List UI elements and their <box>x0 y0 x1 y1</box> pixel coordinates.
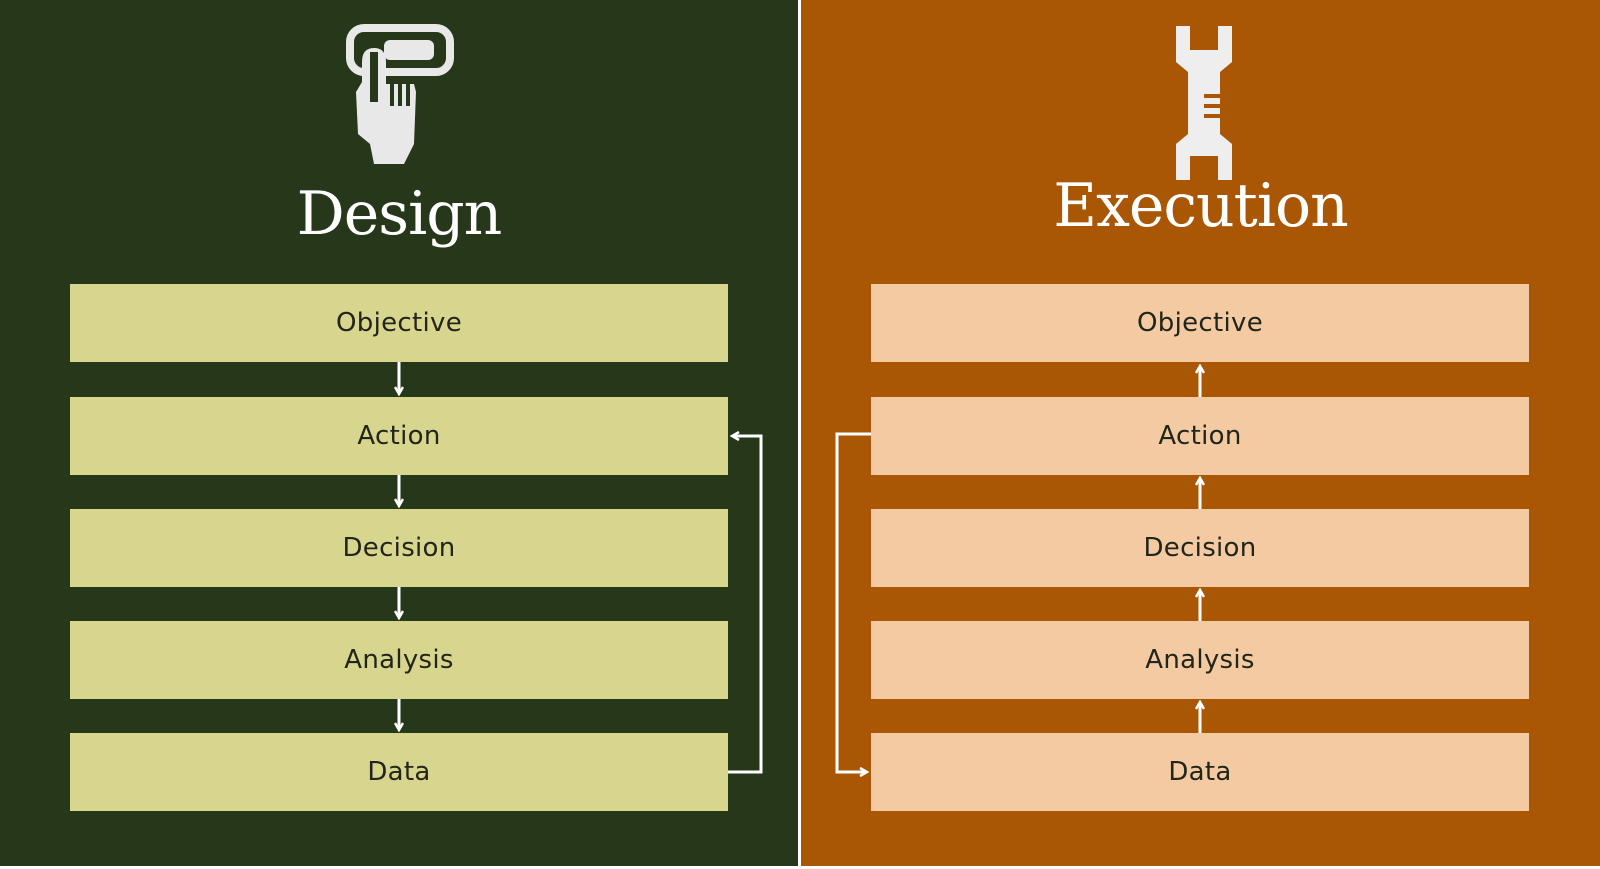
design-step-data: Data <box>70 733 728 811</box>
wrench-icon <box>1176 26 1232 180</box>
execution-step-objective: Objective <box>871 284 1529 362</box>
design-step-decision: Decision <box>70 509 728 587</box>
execution-step-action: Action <box>871 397 1529 475</box>
design-panel: Design Objective Action Decision Analysi… <box>0 0 798 869</box>
execution-step-analysis: Analysis <box>871 621 1529 699</box>
hand-pressing-button-icon <box>346 24 454 164</box>
bottom-edge <box>0 866 1600 869</box>
design-title: Design <box>296 179 503 249</box>
execution-step-data: Data <box>871 733 1529 811</box>
execution-step-decision: Decision <box>871 509 1529 587</box>
execution-panel: Execution Objective Action Decision Anal… <box>801 0 1600 869</box>
execution-title: Execution <box>1053 171 1348 241</box>
design-step-objective: Objective <box>70 284 728 362</box>
design-step-analysis: Analysis <box>70 621 728 699</box>
design-step-action: Action <box>70 397 728 475</box>
